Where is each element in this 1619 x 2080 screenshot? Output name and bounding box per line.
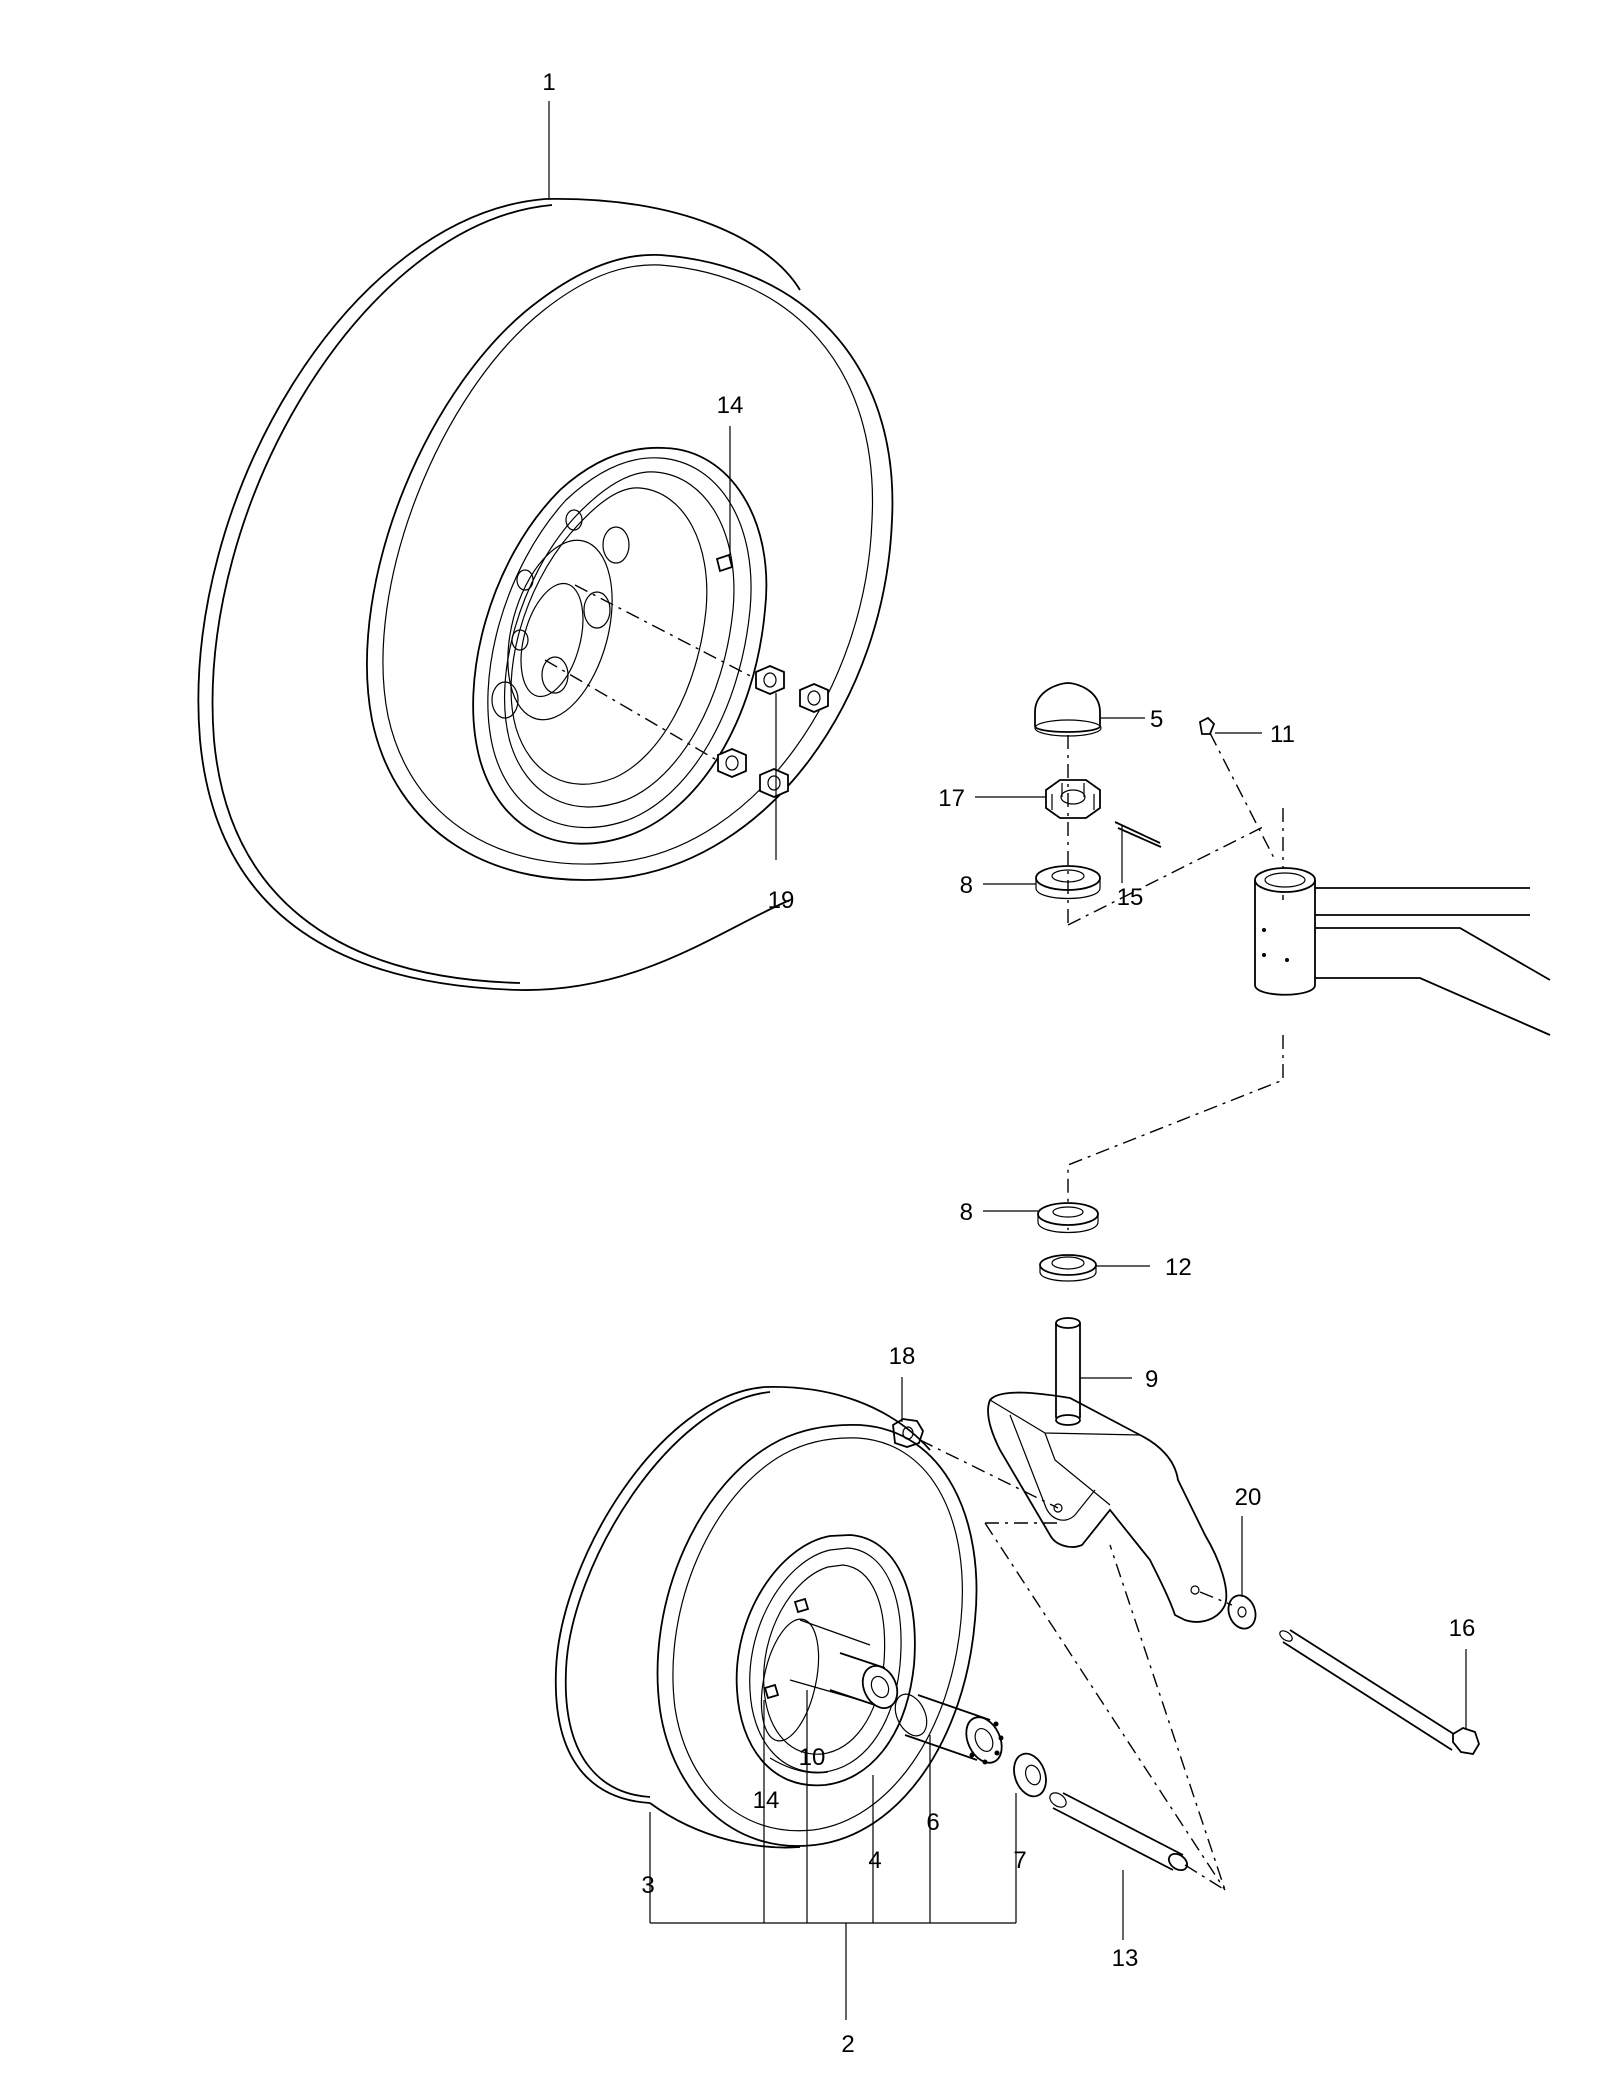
callout-20: 20 <box>1235 1484 1262 1511</box>
lower-wheel-assembly <box>554 1386 1047 1849</box>
upper-wheel-assembly <box>197 198 894 991</box>
callout-16: 16 <box>1449 1615 1476 1642</box>
roller-bearing <box>894 1693 1004 1765</box>
caster-fork <box>987 1391 1228 1623</box>
lug-nut <box>717 748 747 778</box>
lower-tire-outer <box>554 1386 931 1849</box>
leader-lines <box>548 101 1467 2020</box>
callout-12: 12 <box>1165 1254 1192 1281</box>
cotter-pin <box>1114 821 1162 848</box>
callout-10: 10 <box>799 1744 826 1771</box>
callout-17: 17 <box>938 785 965 812</box>
lug-nuts <box>544 584 829 798</box>
callout-3: 3 <box>641 1872 654 1899</box>
lug-nut <box>759 768 789 798</box>
callout-15: 15 <box>1117 884 1144 911</box>
callout-7: 7 <box>1013 1847 1026 1874</box>
bearing-lower <box>1037 1202 1099 1234</box>
callout-9: 9 <box>1145 1366 1158 1393</box>
spacer-tube <box>1049 1792 1189 1872</box>
lug-nut <box>755 665 785 695</box>
lower-tire-inner <box>656 1423 978 1847</box>
callout-5: 5 <box>1150 706 1163 733</box>
callout-19: 19 <box>768 887 795 914</box>
bearing-top <box>1035 865 1101 900</box>
callout-14-upper: 14 <box>717 392 744 419</box>
caster-frame-tube <box>1254 867 1551 1036</box>
callout-13: 13 <box>1112 1945 1139 1972</box>
spindle-shaft <box>1055 1317 1081 1418</box>
bolt <box>1279 1629 1480 1755</box>
callout-18: 18 <box>889 1343 916 1370</box>
tire-outer <box>197 198 801 991</box>
callout-2: 2 <box>841 2031 854 2058</box>
callout-14-lower: 14 <box>753 1787 780 1814</box>
lower-seal <box>1013 1752 1047 1798</box>
callout-1: 1 <box>542 69 555 96</box>
washer <box>1227 1594 1257 1630</box>
spindle-parts <box>892 682 1551 1892</box>
callout-4: 4 <box>868 1847 881 1874</box>
castle-nut <box>1045 779 1101 819</box>
tire-inner <box>366 253 894 881</box>
lug-nut <box>799 683 829 713</box>
lower-axle-bearing <box>789 1619 899 1709</box>
callout-numbers: 1 14 5 11 17 8 15 19 8 12 9 18 20 16 10 … <box>542 69 1475 2058</box>
seal <box>1039 1254 1097 1282</box>
callout-8-upper: 8 <box>960 872 973 899</box>
callout-11: 11 <box>1270 721 1295 748</box>
grease-fitting <box>1199 716 1216 735</box>
dust-cap <box>1034 682 1102 737</box>
rim <box>472 446 768 845</box>
lower-rim <box>735 1534 916 1787</box>
callout-8-lower: 8 <box>960 1199 973 1226</box>
callout-6: 6 <box>926 1809 939 1836</box>
